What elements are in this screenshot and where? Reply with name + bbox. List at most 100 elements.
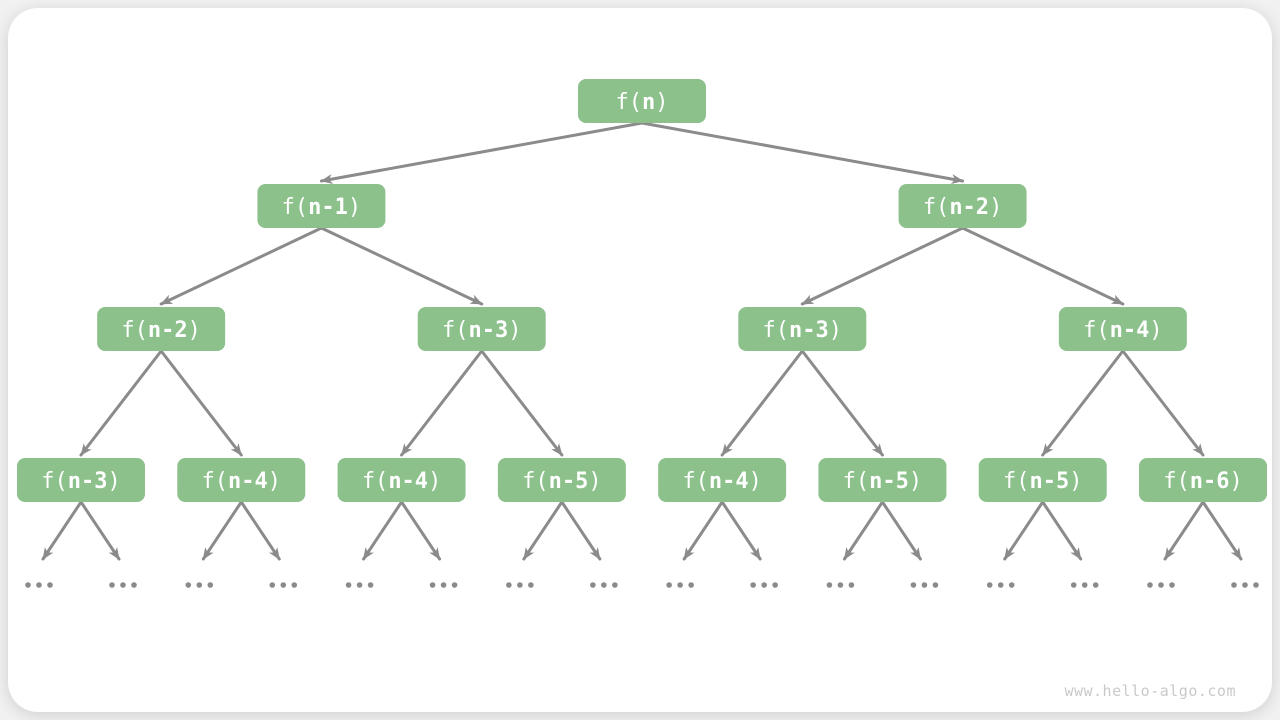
tree-node-box <box>97 307 226 351</box>
tree-edge-arrow <box>1003 500 1045 561</box>
tree-node-label: f(n-1) <box>282 195 362 220</box>
tree-edge-arrow <box>319 226 484 306</box>
dot <box>367 582 374 588</box>
tree-node-label: f(n-5) <box>843 469 923 494</box>
dot <box>440 582 447 588</box>
ellipsis-leaf <box>506 582 534 588</box>
tree-edge-arrow <box>1121 349 1205 457</box>
tree-node-label: f(n-4) <box>202 469 281 494</box>
tree-node: f(n-3) <box>417 307 546 351</box>
dot <box>1081 582 1088 588</box>
ellipsis-leaf <box>750 582 778 588</box>
dot <box>837 582 844 588</box>
dot <box>848 582 855 588</box>
tree-node-box <box>978 458 1107 502</box>
dot <box>1147 582 1153 588</box>
tree-edge-arrow <box>1041 500 1083 561</box>
tree-node-box <box>898 184 1027 228</box>
tree-edge-arrow <box>79 500 121 561</box>
ellipsis-leaf <box>429 582 458 588</box>
tree-node-label: f(n-6) <box>1163 469 1243 494</box>
tree-node-label: f(n-5) <box>1003 469 1083 494</box>
dot <box>1008 582 1015 588</box>
tree-node-label: f(n-3) <box>41 469 121 494</box>
tree-node-label: f(n-3) <box>763 318 843 343</box>
tree-node-label: f(n-5) <box>522 469 602 494</box>
dot <box>451 582 458 588</box>
tree-node-box <box>738 307 867 351</box>
tree-node-label: f(n-2) <box>121 318 201 343</box>
tree-node: f(n-1) <box>257 184 386 228</box>
tree-node: f(n-4) <box>337 458 466 502</box>
tree-node-box <box>497 458 626 502</box>
dot <box>506 582 512 588</box>
dot <box>932 582 939 588</box>
ellipsis-leaf <box>109 582 137 588</box>
tree-edge-arrow <box>362 500 404 561</box>
tree-node: f(n-5) <box>497 458 626 502</box>
tree-edge-arrow <box>319 121 644 184</box>
tree-node: f(n-4) <box>177 458 306 502</box>
dot <box>109 582 115 588</box>
dot <box>666 582 672 588</box>
dot <box>269 582 276 588</box>
tree-node: f(n) <box>578 79 706 123</box>
tree-edge-arrow <box>800 349 884 457</box>
tree-node-label: f(n-3) <box>442 318 522 343</box>
dot <box>1253 582 1259 588</box>
dot <box>986 582 993 588</box>
dot <box>131 582 137 588</box>
tree-node: f(n-2) <box>97 307 226 351</box>
dot <box>1231 582 1237 588</box>
dot <box>345 582 352 588</box>
tree-node: f(n-4) <box>1058 307 1187 351</box>
dot <box>207 582 214 588</box>
tree-edge-arrow <box>682 500 724 561</box>
tree-node-box <box>658 458 787 502</box>
tree-edge-arrow <box>800 226 965 306</box>
tree-node-label: f(n) <box>616 90 669 115</box>
dot <box>688 582 694 588</box>
ellipsis-leaf <box>269 582 298 588</box>
ellipsis-leaf <box>185 582 214 588</box>
tree-edge-arrow <box>159 226 323 306</box>
tree-node: f(n-5) <box>818 458 947 502</box>
tree-node: f(n-4) <box>658 458 787 502</box>
dot <box>677 582 683 588</box>
dot <box>196 582 203 588</box>
ellipsis-leaf <box>1070 582 1099 588</box>
tree-node-label: f(n-4) <box>682 469 762 494</box>
tree-leaves <box>25 582 1259 588</box>
dot <box>910 582 917 588</box>
tree-edge-arrow <box>1163 500 1205 561</box>
tree-edges <box>41 121 1243 561</box>
tree-edge-arrow <box>842 500 884 561</box>
tree-edge-arrow <box>41 500 83 561</box>
tree-edge-arrow <box>201 500 243 561</box>
tree-node-box <box>337 458 466 502</box>
dot <box>25 582 31 588</box>
tree-node-label: f(n-4) <box>1083 318 1163 343</box>
tree-node: f(n-6) <box>1139 458 1267 502</box>
dot <box>612 582 618 588</box>
dot <box>772 582 778 588</box>
tree-edge-arrow <box>560 500 602 561</box>
tree-edge-arrow <box>880 500 922 561</box>
tree-node: f(n-5) <box>978 458 1107 502</box>
dot <box>1070 582 1077 588</box>
tree-edge-arrow <box>522 500 564 561</box>
tree-edge-arrow <box>961 226 1125 306</box>
tree-node-label: f(n-2) <box>923 195 1003 220</box>
ellipsis-leaf <box>910 582 939 588</box>
tree-nodes: f(n) f(n-1) f(n-2) f(n-2) f(n-3) f(n-3) f(n-4)… <box>17 79 1267 502</box>
tree-node: f(n-3) <box>17 458 145 502</box>
tree-edge-arrow <box>400 500 442 561</box>
tree-node: f(n-3) <box>738 307 867 351</box>
dot <box>761 582 767 588</box>
tree-edge-arrow <box>480 349 564 457</box>
tree-node-box <box>17 458 145 502</box>
tree-node-box <box>417 307 546 351</box>
tree-node-box <box>1058 307 1187 351</box>
tree-edge-arrow <box>159 349 243 457</box>
